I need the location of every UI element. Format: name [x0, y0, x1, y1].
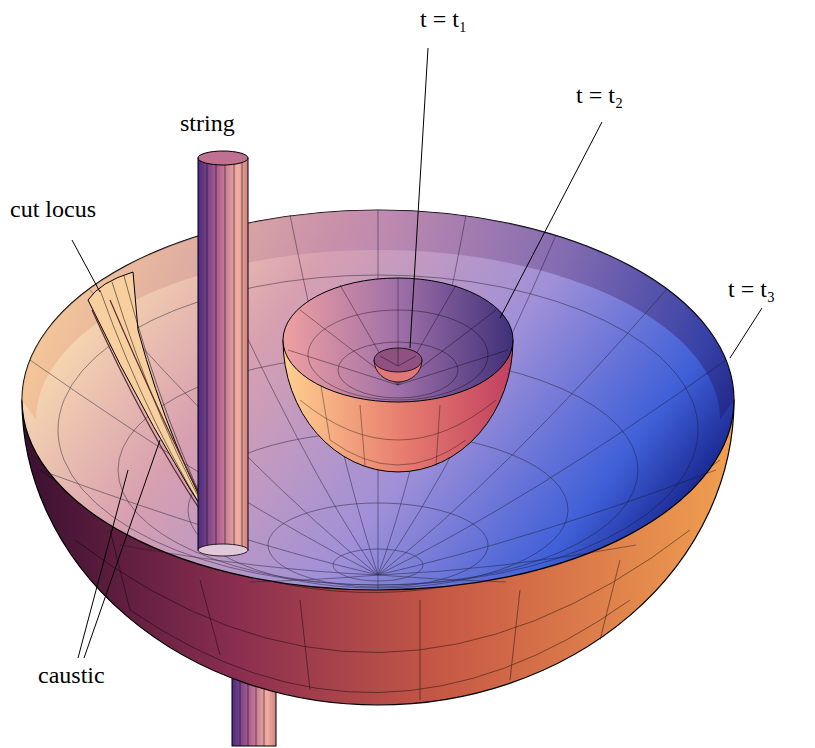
figure-label: t = t₁	[420, 6, 467, 32]
figure-label: t = t₃	[728, 276, 775, 302]
figure-label: cut locus	[10, 196, 96, 222]
figure-label: string	[180, 110, 235, 136]
figure-label: t = t₂	[576, 82, 623, 108]
figure-label: caustic	[38, 662, 105, 688]
leader-lines	[72, 48, 762, 658]
